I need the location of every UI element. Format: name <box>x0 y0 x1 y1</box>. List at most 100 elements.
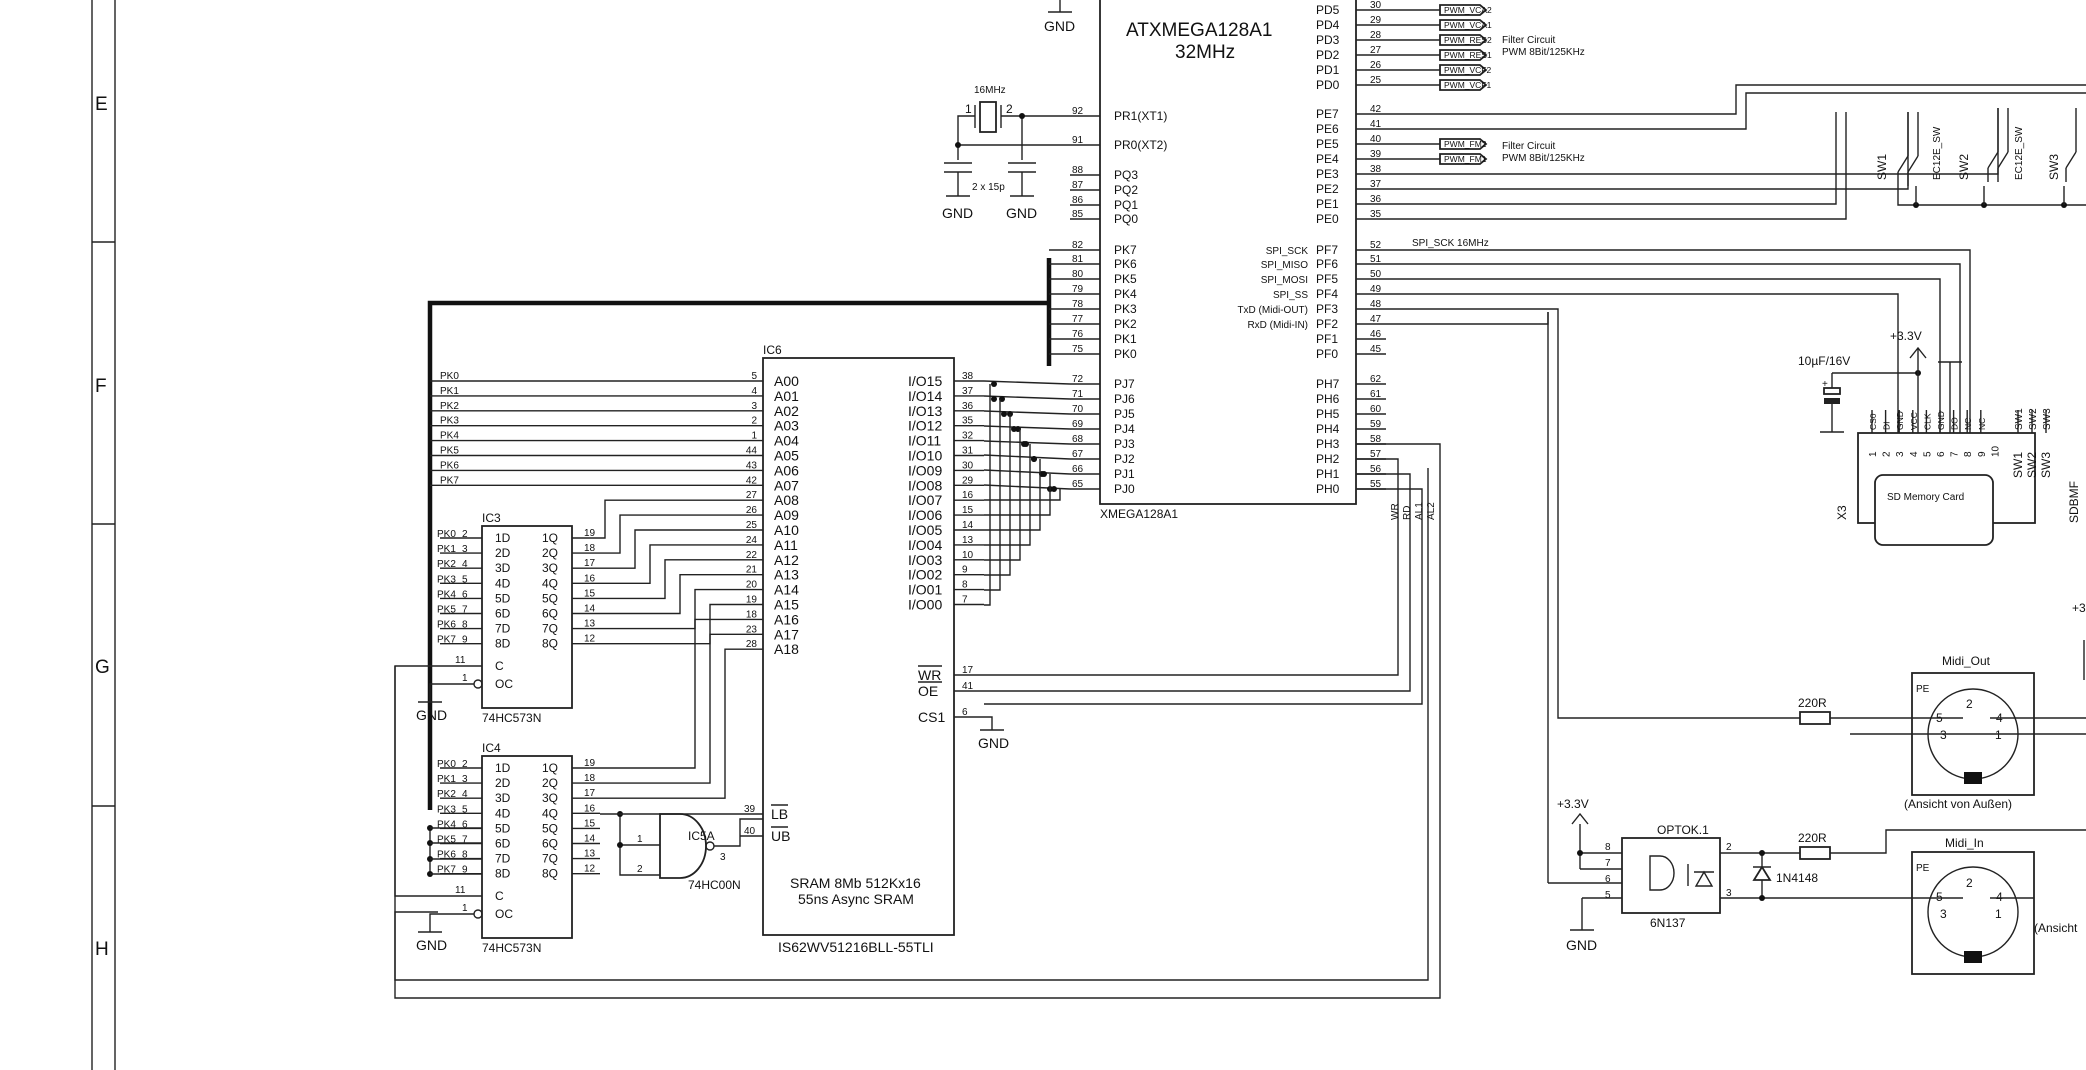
sram-bus-label-pk0: PK0 <box>440 371 459 382</box>
sd-pin-num-10: 10 <box>1990 445 2001 457</box>
mcu-pin-pf6: PF6 <box>1316 257 1338 271</box>
mcu-pin-num-86: 86 <box>1072 195 1084 206</box>
mcu-pin-num-50: 50 <box>1370 269 1382 280</box>
sram-ctrl-num-6: 6 <box>962 707 968 718</box>
sram-pin-num-24: 24 <box>746 535 758 546</box>
mcu-pin-pf5: PF5 <box>1316 272 1338 286</box>
midi-in-r-label: 220R <box>1798 831 1827 845</box>
mcu-pin-ph1: PH1 <box>1316 467 1340 481</box>
mcu-pin-pk0: PK0 <box>1114 347 1137 361</box>
mcu-pin-num-39: 39 <box>1370 149 1382 160</box>
ic3Pins-bus-pk1: PK1 <box>437 544 456 555</box>
opto-pin5: 5 <box>1605 890 1611 901</box>
mcu-pin-num-28: 28 <box>1370 30 1382 41</box>
ic4Pins-pin-1d: 1D <box>495 761 511 775</box>
sram-pin-num-30: 30 <box>962 460 974 471</box>
mcu-pin-pk5: PK5 <box>1114 272 1137 286</box>
sd-pin-num-6: 6 <box>1936 451 1947 457</box>
sram-pin-a01: A01 <box>774 388 799 404</box>
pwm-tag-pwm_vcf2: PWM_VCF2 <box>1444 65 1492 75</box>
sram-bus-label-pk1: PK1 <box>440 386 459 397</box>
ic4-part: 74HC573N <box>482 941 541 955</box>
ph-label-1: RD <box>1402 506 1413 520</box>
mcu-pin-num-78: 78 <box>1072 299 1084 310</box>
mcu-pin-num-30: 30 <box>1370 0 1382 11</box>
mcu-pin-ph4: PH4 <box>1316 422 1340 436</box>
midi-out-pe: PE <box>1916 684 1930 695</box>
sd-pin-name-8: NC <box>1977 418 1987 430</box>
ic4Pins-pin-8q: 8Q <box>542 867 558 881</box>
sram-pin-num-19: 19 <box>746 595 758 606</box>
sram-pin-a17: A17 <box>774 626 799 642</box>
pwm-tag-pwm_fm1: PWM_FM1 <box>1444 154 1487 164</box>
sd-pin-num-2: 2 <box>1882 451 1893 457</box>
sd-cap-value: 10µF/16V <box>1798 354 1850 368</box>
ic4Pins-pin-oc: OC <box>495 907 513 921</box>
ic4Pins-bus-pk3: PK3 <box>437 804 456 815</box>
sram-pin-a11: A11 <box>774 537 798 553</box>
sram-bus-label-pk7: PK7 <box>440 475 459 486</box>
sram-pin-a03: A03 <box>774 418 799 434</box>
spi-label-4: TxD (Midi-OUT) <box>1237 305 1308 316</box>
sram-pin-a10: A10 <box>774 522 799 538</box>
mcu-pin-pd5: PD5 <box>1316 3 1340 17</box>
mcu-right-pins: 30PD529PD428PD327PD226PD125PD042PE741PE6… <box>1316 0 1386 496</box>
row-label-g: G <box>95 657 110 678</box>
ic3Pins-pin-4q: 4Q <box>542 576 558 590</box>
sram-pin-io06: I/O06 <box>908 507 942 523</box>
mcu-pin-ph5: PH5 <box>1316 407 1340 421</box>
ic3Pins-bus-pk6: PK6 <box>437 620 456 631</box>
ic3Pins-bus-pk2: PK2 <box>437 559 456 570</box>
sram-pin-num-8: 8 <box>962 580 968 591</box>
ic3-body <box>481 525 573 709</box>
ic4Pins-in-num-4: 6 <box>462 819 468 830</box>
sd-pin-name-3: VCC <box>1909 412 1919 430</box>
ic3Pins-in-num-4: 6 <box>462 589 468 600</box>
sram-bus-label-pk6: PK6 <box>440 460 459 471</box>
mcu-pin-pf7: PF7 <box>1316 243 1338 257</box>
ic4Pins-pin-c: C <box>495 889 504 903</box>
sram-pin-io05: I/O05 <box>908 522 942 538</box>
mcu-pin-pe1: PE1 <box>1316 197 1339 211</box>
sd-pin-num-3: 3 <box>1895 451 1906 457</box>
mcu-pin-pd3: PD3 <box>1316 33 1340 47</box>
ic3Pins-bus-pk4: PK4 <box>437 589 456 600</box>
midi-out-resistor: 220R <box>1557 327 2086 725</box>
sram-pin-io10: I/O10 <box>908 448 942 464</box>
ic3Pins-pin-2d: 2D <box>495 546 511 560</box>
sram-pin-num-18: 18 <box>746 609 758 620</box>
ic4-ref: IC4 <box>482 741 501 755</box>
sd-part: SDBMF <box>2067 481 2081 523</box>
midi-in-connector: Midi_In PE 2 5 4 3 1 (Ansicht <box>1911 836 2078 975</box>
sram-pin-a18: A18 <box>774 641 799 657</box>
mcu-pin-pq1: PQ1 <box>1114 198 1138 212</box>
opto-part: 6N137 <box>1650 916 1686 930</box>
midi-in-pin2: 2 <box>1966 876 1973 890</box>
mcu-pin-pe5: PE5 <box>1316 137 1339 151</box>
switch-label-sw3: SW3 <box>2047 154 2061 180</box>
ic4Pins-pin-2q: 2Q <box>542 776 558 790</box>
sram-pin-num-27: 27 <box>746 490 758 501</box>
ic3Pins-in-num-2: 4 <box>462 559 468 570</box>
mcu-pin-num-79: 79 <box>1072 284 1084 295</box>
ic3Pins-bus-pk5: PK5 <box>437 605 456 616</box>
ic3Pins-in-num-7: 9 <box>462 635 468 646</box>
ic3Pins-in-num-6: 8 <box>462 620 468 631</box>
filter-spec-e: PWM 8Bit/125KHz <box>1502 153 1585 164</box>
switch-label-ec12e-1: EC12E_SW <box>1932 126 1943 180</box>
ic4Pins-in-num-2: 4 <box>462 789 468 800</box>
mcu-pin-pd2: PD2 <box>1316 48 1340 62</box>
filter-title-d: Filter Circuit <box>1502 35 1556 46</box>
sram-pin-num-43: 43 <box>746 460 758 471</box>
midi-in-pin4: 4 <box>1996 890 2003 904</box>
ic4Pins-bus-pk5: PK5 <box>437 835 456 846</box>
row-label-h: H <box>95 939 109 960</box>
sram-pin-oe: OE <box>918 683 938 699</box>
midi-out-pin3: 3 <box>1940 728 1947 742</box>
mcu-pin-ph6: PH6 <box>1316 392 1340 406</box>
mcu-name: ATXMEGA128A1 <box>1126 20 1272 41</box>
